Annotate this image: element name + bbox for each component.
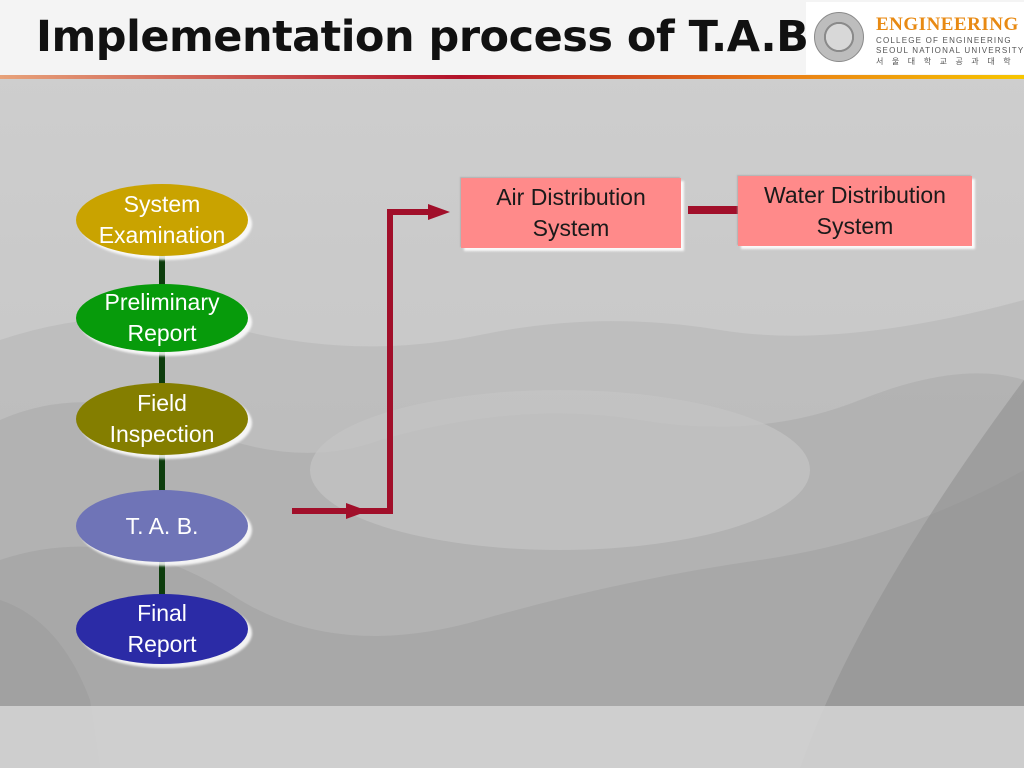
node-label-line: Examination xyxy=(98,222,226,248)
box-air-distribution-system: Air Distribution System xyxy=(461,178,681,248)
box-label-line: Water Distribution xyxy=(764,182,946,208)
logo-university-text: SEOUL NATIONAL UNIVERSITY xyxy=(876,46,1024,55)
node-tab: T. A. B. xyxy=(76,490,248,562)
footer-band xyxy=(0,706,1024,768)
slide-header: Implementation process of T.A.B. ENGINEE… xyxy=(0,0,1024,79)
box-water-distribution-system: Water Distribution System xyxy=(738,176,972,246)
node-label-line: Inspection xyxy=(109,421,215,447)
logo-college-text: COLLEGE OF ENGINEERING xyxy=(876,36,1012,45)
node-label-line: Preliminary xyxy=(104,289,220,315)
engineering-logo: ENGINEERING COLLEGE OF ENGINEERING SEOUL… xyxy=(806,2,1024,74)
tab-to-targets-connector xyxy=(292,209,440,514)
node-label-line: Final xyxy=(137,600,187,626)
box-label-line: Air Distribution xyxy=(496,184,646,210)
box-label-line: System xyxy=(532,215,610,241)
header-divider xyxy=(0,75,1024,79)
node-label-line: System xyxy=(123,191,201,217)
arrow-head-right-1 xyxy=(346,503,368,519)
node-label-line: Report xyxy=(127,631,197,657)
university-seal-icon xyxy=(814,12,864,62)
node-system-examination: System Examination xyxy=(76,184,248,256)
node-label-line: T. A. B. xyxy=(125,512,199,539)
node-label-line: Report xyxy=(127,320,197,346)
logo-korean-text: 서 울 대 학 교 공 과 대 학 xyxy=(876,57,1014,66)
node-field-inspection: Field Inspection xyxy=(76,383,248,455)
logo-main-text: ENGINEERING xyxy=(876,14,1019,35)
node-label-line: Field xyxy=(137,390,187,416)
arrow-head-right-2 xyxy=(428,204,450,220)
node-final-report: Final Report xyxy=(76,594,248,664)
box-label-line: System xyxy=(816,213,894,239)
node-preliminary-report: Preliminary Report xyxy=(76,284,248,352)
page-title: Implementation process of T.A.B. xyxy=(36,12,825,62)
